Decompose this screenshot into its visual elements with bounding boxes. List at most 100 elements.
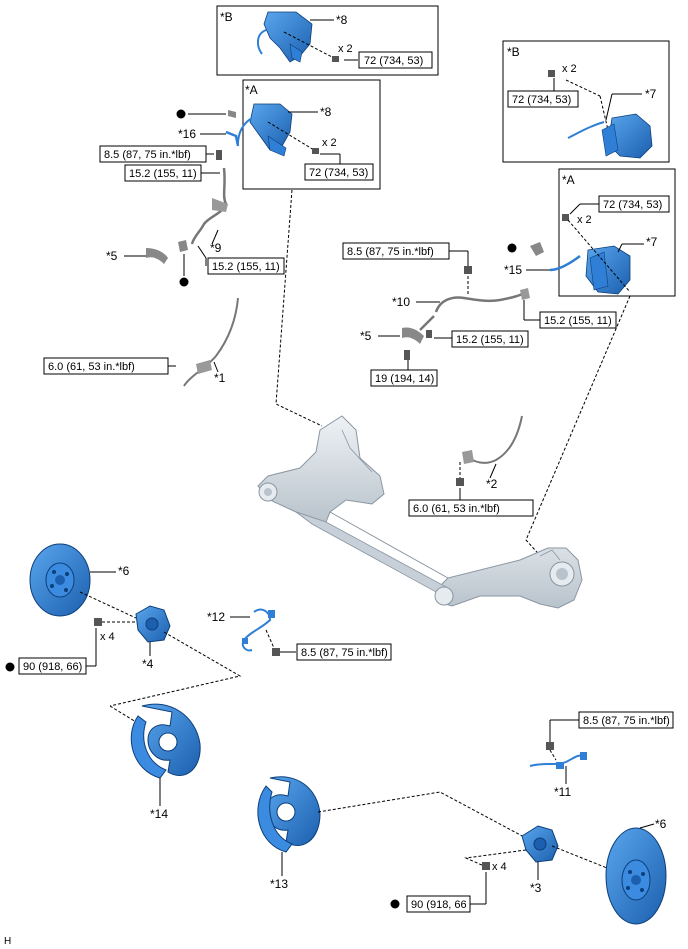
svg-text:8.5 (87, 75 in.*lbf): 8.5 (87, 75 in.*lbf) (301, 647, 388, 659)
bolt-icon (272, 648, 280, 656)
bolt-icon (332, 56, 339, 62)
label-p4: *4 (142, 657, 154, 671)
new-part-bullet-icon (5, 662, 15, 672)
caliper-a-left (237, 103, 293, 157)
torque-box-90-right: 90 (918, 66 (406, 895, 471, 913)
new-part-bullet-icon (176, 109, 186, 119)
torque-box-60-right: 6.0 (61, 53 in.*lbf) (408, 499, 534, 517)
new-part-bullet-icon (179, 277, 189, 287)
frame-b-left-tag: *B (220, 10, 233, 24)
rear-axle-beam (257, 415, 583, 609)
torque-box-152-left-a: 15.2 (155, 11) (124, 164, 202, 182)
torque-box-85-sensor-left: 8.5 (87, 75 in.*lbf) (296, 643, 392, 661)
label-p15: *15 (504, 263, 522, 277)
frame-b-right-tag: *B (507, 45, 520, 59)
label-p11: *11 (554, 785, 571, 799)
torque-box-152-right-a: 15.2 (155, 11) (539, 311, 617, 329)
frame-a-left: *A *8 x 2 72 (734, 53) (237, 79, 381, 190)
speed-sensor-left (241, 608, 275, 652)
label-p5-left: *5 (106, 249, 118, 263)
svg-text:6.0 (61, 53 in.*lbf): 6.0 (61, 53 in.*lbf) (48, 361, 135, 373)
new-part-bullet-icon (507, 243, 517, 253)
svg-text:15.2 (155, 11): 15.2 (155, 11) (456, 334, 524, 346)
clip-icon (228, 110, 236, 118)
frame-a-left-tag: *A (245, 83, 258, 97)
svg-text:72 (734, 53): 72 (734, 53) (512, 94, 571, 106)
frame-a-left-part: *8 (320, 105, 332, 119)
label-p9: *9 (210, 241, 222, 255)
hub-bolt-icon (482, 862, 490, 870)
torque-box-b-right: 72 (734, 53) (507, 90, 579, 108)
frame-b-left-part: *8 (336, 13, 348, 27)
qty-left: x 4 (100, 631, 115, 643)
disc-left (29, 543, 91, 617)
label-p13: *13 (270, 877, 288, 891)
new-part-bullet-icon (390, 899, 400, 909)
torque-box-60-left: 6.0 (61, 53 in.*lbf) (43, 357, 169, 375)
svg-text:90 (918, 66): 90 (918, 66) (23, 661, 82, 673)
label-p6-left: *6 (118, 564, 130, 578)
speed-sensor-right (529, 752, 587, 769)
torque-box-a-left: 72 (734, 53) (304, 163, 374, 181)
svg-text:8.5 (87, 75 in.*lbf): 8.5 (87, 75 in.*lbf) (583, 715, 670, 727)
bolt-icon (546, 742, 554, 750)
frame-b-right-qty: x 2 (562, 63, 577, 75)
frame-a-right-qty: x 2 (577, 214, 592, 226)
frame-b-left-qty: x 2 (338, 43, 353, 55)
svg-text:19 (194, 14): 19 (194, 14) (375, 373, 434, 385)
caliper-b-left (256, 11, 313, 63)
torque-box-85-sensor-right: 8.5 (87, 75 in.*lbf) (578, 711, 674, 729)
torque-box-85-right: 8.5 (87, 75 in.*lbf) (342, 242, 450, 260)
svg-text:8.5 (87, 75 in.*lbf): 8.5 (87, 75 in.*lbf) (347, 246, 434, 258)
svg-text:6.0 (61, 53 in.*lbf): 6.0 (61, 53 in.*lbf) (413, 503, 500, 515)
svg-text:72 (734, 53): 72 (734, 53) (364, 55, 423, 67)
svg-text:72 (734, 53): 72 (734, 53) (309, 167, 368, 179)
bolt-icon (456, 478, 464, 486)
bolt-icon (312, 148, 319, 154)
torque-box-a-right: 72 (734, 53) (598, 195, 670, 213)
caliper-a-right (585, 245, 631, 295)
frame-b-right-part: *7 (645, 87, 657, 101)
label-p1: *1 (214, 371, 226, 385)
flex-hose-icon (402, 327, 424, 344)
label-p2: *2 (486, 477, 498, 491)
frame-a-right: *A 72 (734, 53) x 2 *7 (558, 168, 676, 297)
hub-right (521, 825, 559, 863)
label-p12: *12 (207, 610, 225, 624)
figure-code: H (4, 936, 11, 947)
frame-a-right-part: *7 (646, 235, 658, 249)
svg-text:90 (918, 66: 90 (918, 66 (411, 899, 467, 911)
label-p14: *14 (150, 807, 168, 821)
label-p5-right: *5 (360, 329, 372, 343)
svg-text:72 (734, 53): 72 (734, 53) (603, 199, 662, 211)
torque-box-b-left: 72 (734, 53) (358, 51, 433, 69)
label-p10: *10 (392, 295, 410, 309)
svg-text:8.5 (87, 75 in.*lbf): 8.5 (87, 75 in.*lbf) (104, 149, 191, 161)
hub-bolt-icon (94, 618, 102, 626)
dust-cover-right (257, 776, 321, 853)
frame-a-right-tag: *A (562, 173, 575, 187)
bolt-icon (562, 214, 569, 221)
label-p3: *3 (530, 881, 542, 895)
svg-text:15.2 (155, 11): 15.2 (155, 11) (129, 168, 197, 180)
bolt-icon (404, 350, 410, 360)
torque-box-19: 19 (194, 14) (370, 369, 438, 387)
frame-b-left: *B *8 x 2 72 (734, 53) (216, 5, 439, 76)
torque-box-152-right-b: 15.2 (155, 11) (451, 330, 529, 348)
union-bolt-icon (464, 266, 472, 274)
frame-b-right: *B x 2 72 (734, 53) *7 (502, 40, 670, 163)
bolt-icon (548, 70, 555, 77)
torque-box-85-left: 8.5 (87, 75 in.*lbf) (99, 145, 207, 163)
disc-right (605, 827, 667, 925)
label-p16: *16 (178, 127, 196, 141)
union-bolt-icon (216, 150, 222, 160)
frame-a-left-qty: x 2 (322, 137, 337, 149)
hub-left (135, 605, 171, 643)
dust-cover-left (130, 703, 201, 779)
flex-hose-icon (146, 248, 168, 264)
svg-text:15.2 (155, 11): 15.2 (155, 11) (212, 261, 280, 273)
torque-box-152-left-b: 15.2 (155, 11) (207, 257, 285, 275)
caliper-b-right (567, 113, 653, 159)
